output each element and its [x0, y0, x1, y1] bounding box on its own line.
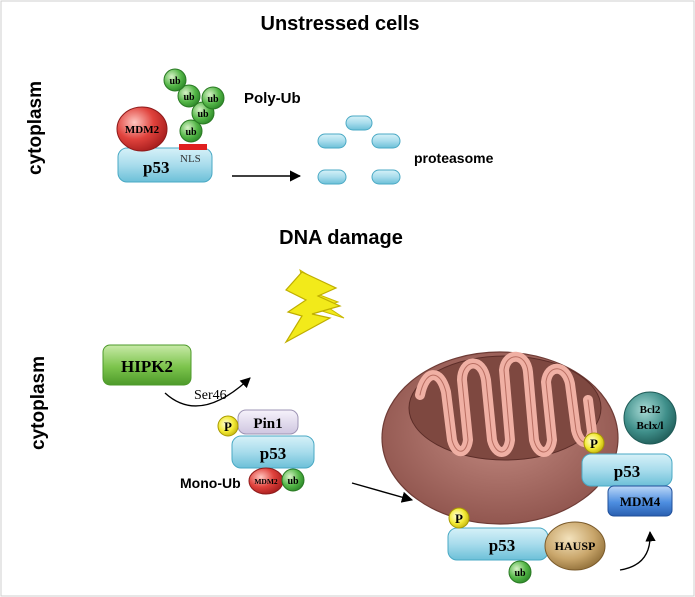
- proteasome-complex: [317, 115, 401, 185]
- title-dna-damage: DNA damage: [279, 227, 403, 249]
- label-poly-ub: Poly-Ub: [244, 90, 301, 107]
- svg-text:ub: ub: [185, 127, 197, 138]
- p53-right: p53: [581, 453, 673, 487]
- svg-text:Pin1: Pin1: [253, 416, 282, 432]
- nls-bar: [179, 144, 207, 150]
- lightning-bolt-main-icon: [284, 271, 342, 344]
- p53-top: p53: [117, 147, 213, 183]
- pin1-box: Pin1: [237, 409, 299, 435]
- svg-text:ub: ub: [169, 76, 181, 87]
- label-ser46: Ser46: [194, 388, 227, 403]
- mdm2-small: MDM2: [248, 467, 284, 495]
- svg-text:ub: ub: [514, 568, 526, 579]
- poly-ub-chain: ub ub ub ub ub: [163, 68, 225, 143]
- svg-text:HIPK2: HIPK2: [121, 357, 173, 376]
- svg-text:Bclx/l: Bclx/l: [637, 420, 664, 432]
- svg-text:ub: ub: [287, 476, 299, 487]
- arrow-mdm4: [619, 530, 656, 571]
- label-cytoplasm-bottom: cytoplasm: [28, 356, 49, 450]
- phospho-right: P: [583, 432, 605, 454]
- label-proteasome: proteasome: [414, 150, 494, 166]
- svg-text:ub: ub: [207, 94, 219, 105]
- svg-text:HAUSP: HAUSP: [555, 539, 596, 553]
- svg-text:MDM2: MDM2: [125, 124, 160, 136]
- svg-text:p53: p53: [143, 158, 169, 177]
- hipk2-box: HIPK2: [102, 344, 192, 386]
- title-unstressed: Unstressed cells: [261, 13, 420, 35]
- svg-text:MDM2: MDM2: [254, 477, 278, 486]
- phospho-mid: P: [217, 415, 239, 437]
- ub-bottom: ub: [508, 560, 532, 584]
- ub-1: ub: [179, 119, 203, 143]
- svg-text:P: P: [224, 419, 232, 434]
- arrow-ser46: [164, 377, 251, 407]
- ub-4: ub: [201, 86, 225, 110]
- nls-label: NLS: [180, 153, 201, 165]
- hausp: HAUSP: [544, 521, 606, 571]
- svg-text:ub: ub: [183, 92, 195, 103]
- mdm2-top: MDM2: [116, 106, 168, 152]
- svg-text:p53: p53: [489, 536, 515, 555]
- svg-text:ub: ub: [197, 109, 209, 120]
- ub-3: ub: [177, 84, 201, 108]
- svg-text:Bcl2: Bcl2: [640, 404, 661, 416]
- svg-text:MDM4: MDM4: [620, 494, 661, 509]
- label-cytoplasm-top: cytoplasm: [25, 81, 46, 175]
- bcl2-complex: Bcl2 Bclx/l: [623, 391, 677, 445]
- label-mono-ub: Mono-Ub: [180, 475, 241, 491]
- svg-text:p53: p53: [614, 462, 640, 481]
- ub-mono: ub: [281, 468, 305, 492]
- p53-mid: p53: [231, 435, 315, 469]
- svg-text:p53: p53: [260, 444, 286, 463]
- p53-bottom: p53: [447, 527, 549, 561]
- svg-text:P: P: [590, 436, 598, 451]
- phospho-bottom: P: [448, 507, 470, 529]
- mdm4-box: MDM4: [607, 485, 673, 517]
- mitochondrion: [381, 351, 619, 525]
- svg-text:P: P: [455, 511, 463, 526]
- ub-5: ub: [163, 68, 187, 92]
- arrow-translocation: [351, 482, 414, 503]
